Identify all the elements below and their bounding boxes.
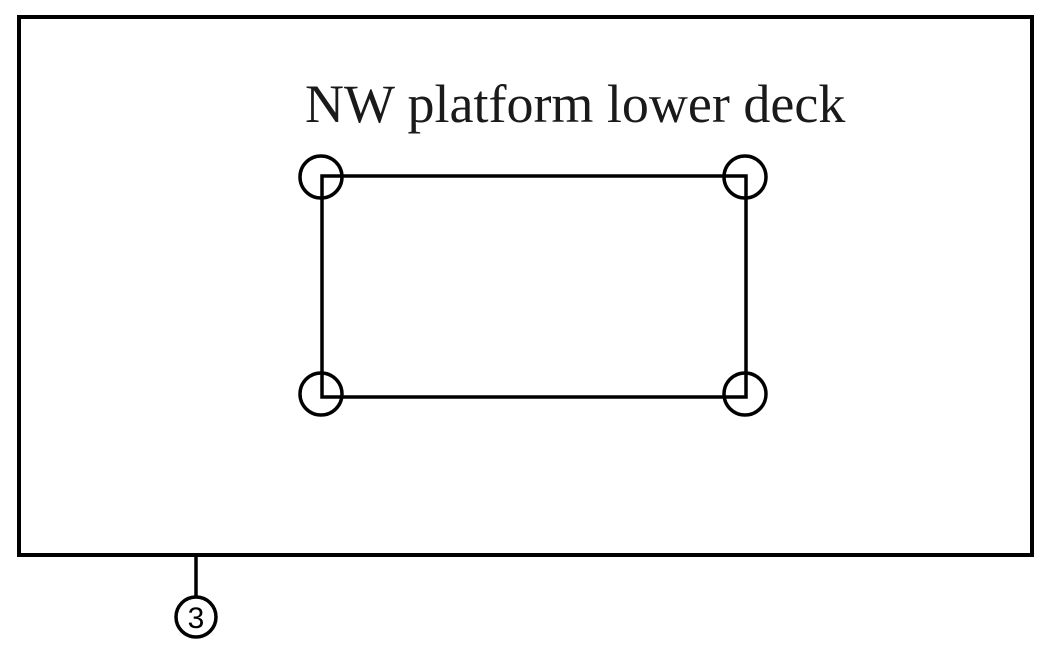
corner-circle-top-left xyxy=(298,154,344,200)
grid-marker-label: 3 xyxy=(188,602,205,635)
corner-circle-bottom-left xyxy=(298,371,344,417)
deck-title: NW platform lower deck xyxy=(305,74,845,134)
corner-circle-bottom-right xyxy=(722,371,768,417)
corner-circle-top-right xyxy=(722,154,768,200)
grid-marker-circle xyxy=(174,595,218,639)
deck-outline xyxy=(17,15,1034,557)
inner-rectangle xyxy=(320,174,748,399)
